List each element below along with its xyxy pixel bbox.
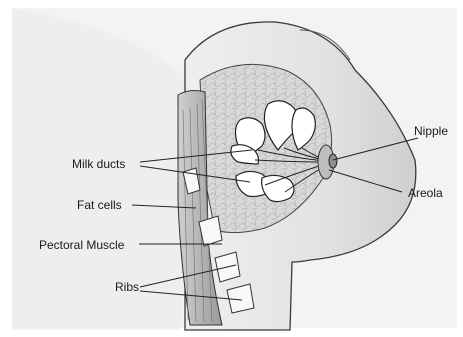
label-nipple: Nipple: [414, 124, 448, 138]
label-milk-ducts: Milk ducts: [72, 157, 125, 171]
label-ribs: Ribs: [115, 280, 139, 294]
label-areola: Areola: [408, 186, 443, 200]
label-fat-cells: Fat cells: [77, 198, 122, 212]
label-pectoral-muscle: Pectoral Muscle: [39, 238, 124, 252]
